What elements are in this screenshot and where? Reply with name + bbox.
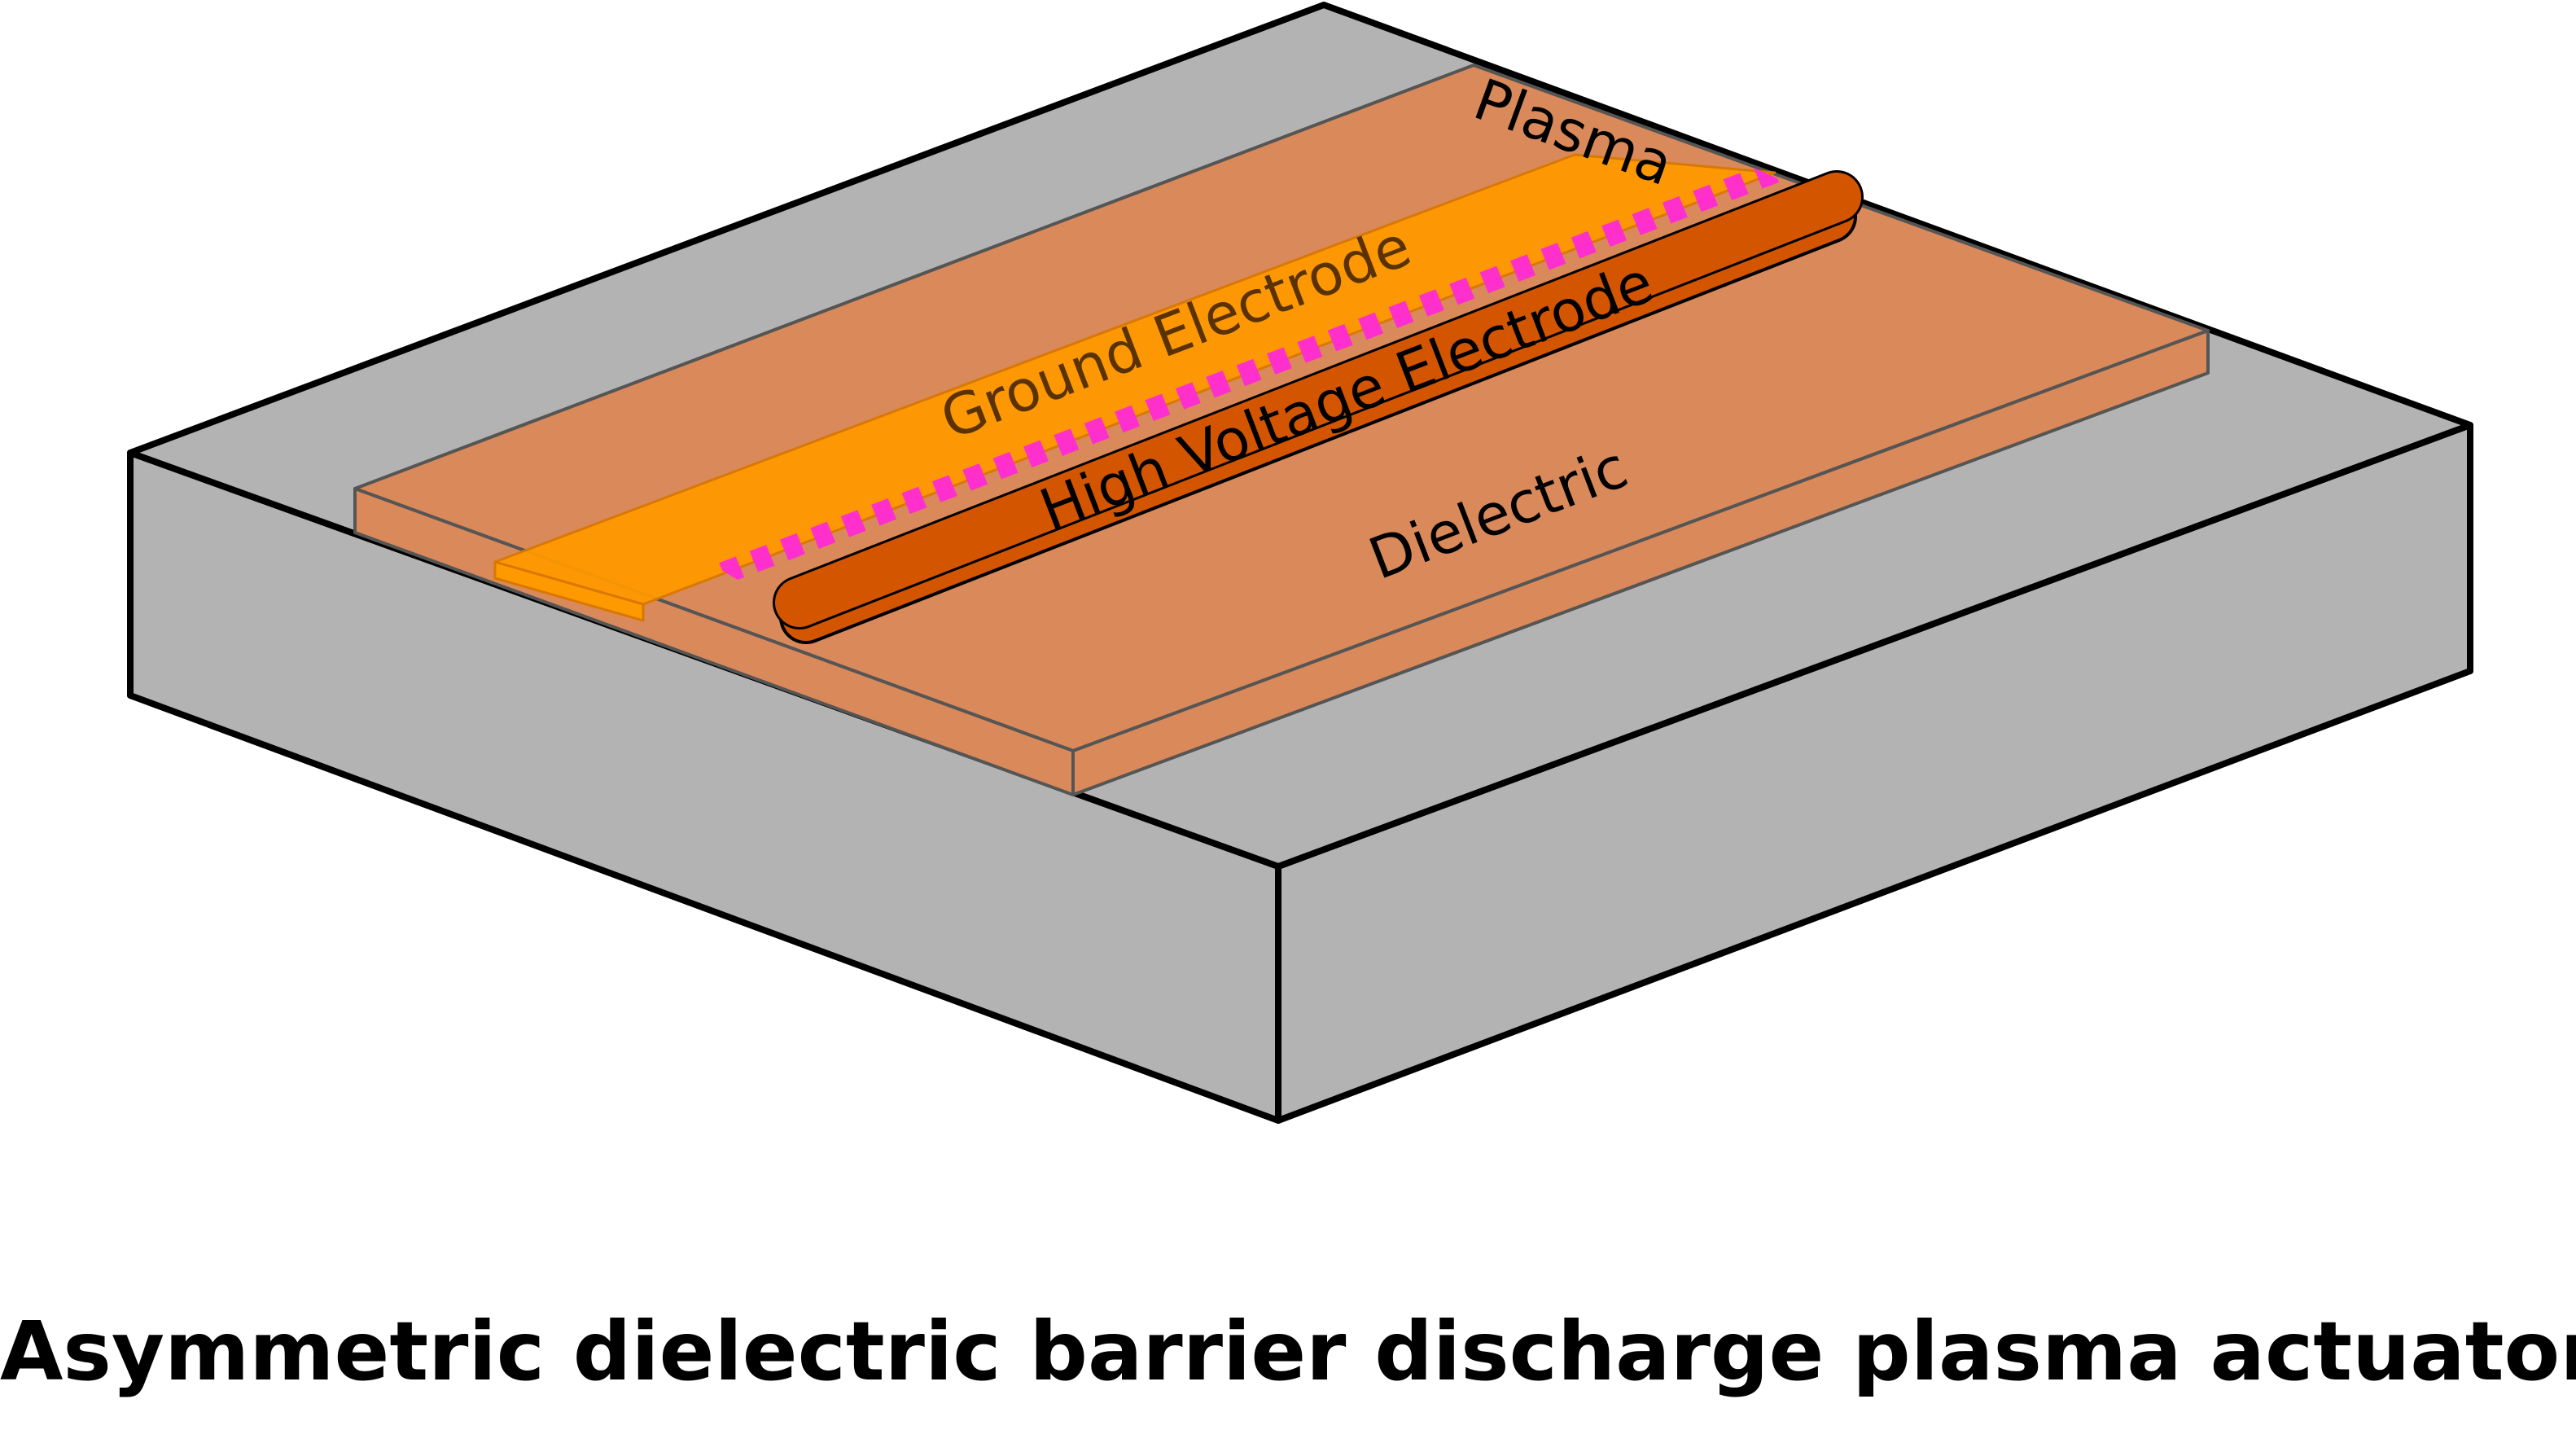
ground-electrode [493, 153, 1776, 622]
ground-electrode-edge [493, 560, 645, 622]
figure-caption: Asymmetric dielectric barrier discharge … [0, 1304, 2576, 1399]
plasma-region [713, 168, 1783, 580]
hv-electrode-body [775, 173, 1861, 627]
dielectric-right-edge [1071, 329, 2210, 796]
high-voltage-electrode [773, 170, 1864, 644]
